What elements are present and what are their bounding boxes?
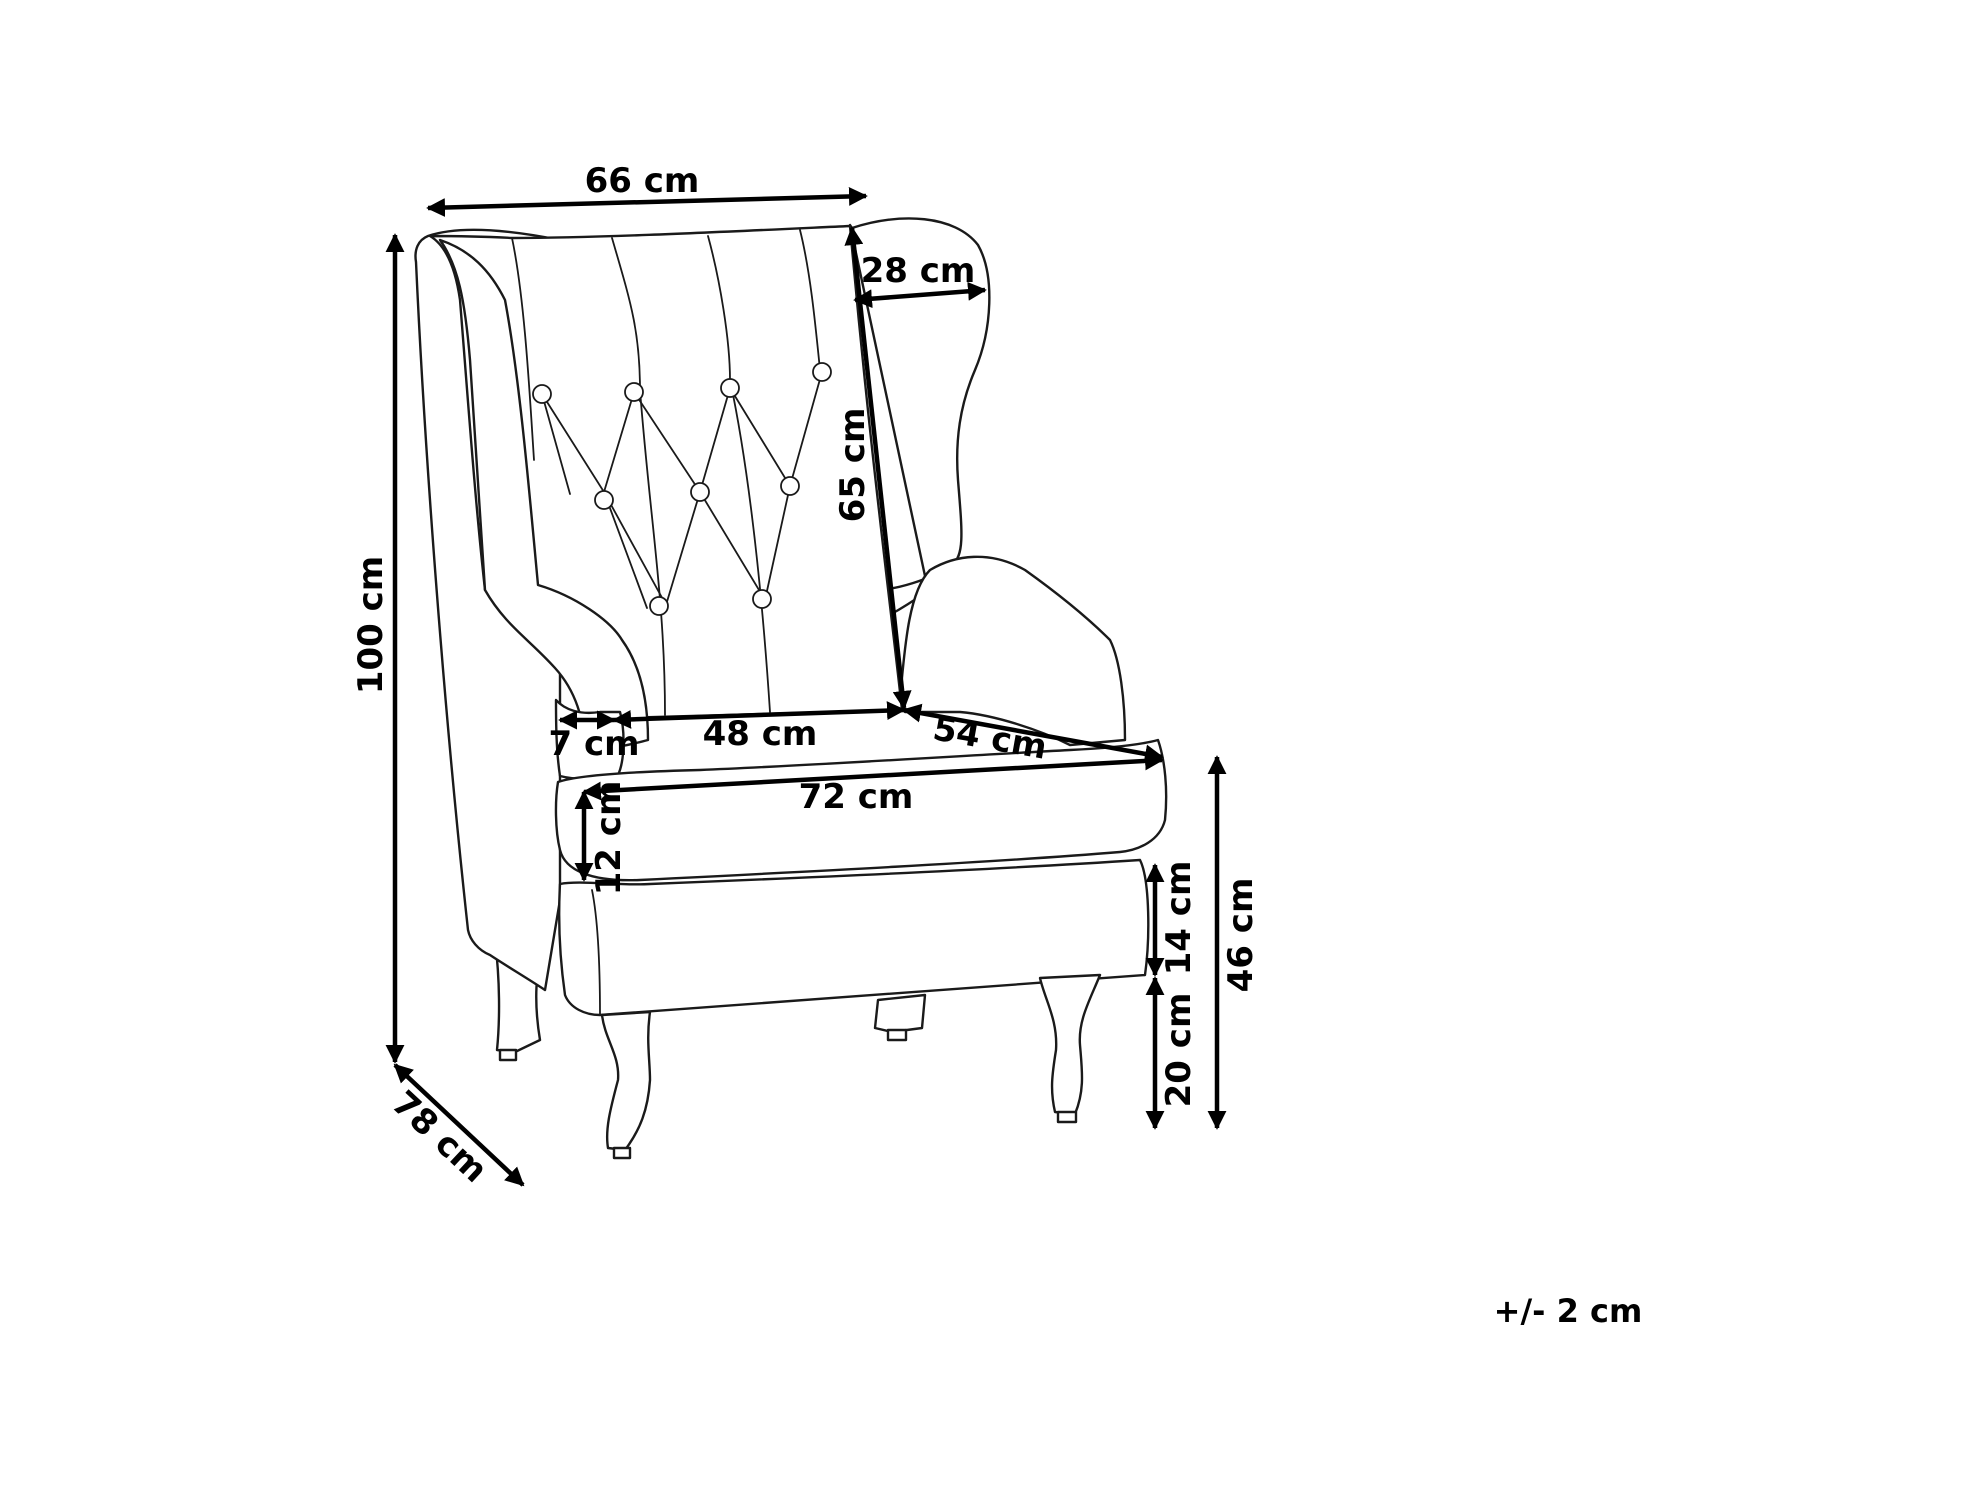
back-right-leg <box>873 993 927 1034</box>
tufting-channel-1 <box>511 237 535 461</box>
tufting-channel-2 <box>611 237 666 716</box>
leg-height-label: 20 cm <box>1159 993 1199 1108</box>
wing-depth-label: 28 cm <box>861 251 976 291</box>
width-arrow <box>426 187 868 217</box>
base-top-edge <box>591 889 601 1016</box>
total-depth-arrow <box>393 1063 525 1187</box>
back-right-leg-foot <box>886 1028 908 1042</box>
cushion-thickness-label: 12 cm <box>589 781 629 896</box>
back-height-arrow <box>844 226 912 710</box>
total-depth-label: 78 cm <box>384 1083 495 1191</box>
base-height-label: 14 cm <box>1159 861 1199 976</box>
tolerance-note: +/- 2 cm <box>1494 1292 1643 1330</box>
front-right-leg <box>1038 973 1102 1116</box>
seat-depth-arrow <box>902 703 1164 764</box>
front-right-leg-foot <box>1056 1110 1078 1124</box>
total-seat-width-arrow <box>582 751 1164 801</box>
seat-height-label: 46 cm <box>1221 878 1261 993</box>
total-seat-width-label: 72 cm <box>799 777 914 817</box>
tufting-buttons <box>532 362 832 616</box>
chair-base <box>558 858 1150 1017</box>
front-left-leg-foot <box>612 1146 632 1160</box>
seat-width-arrow <box>612 701 906 729</box>
total-height-label: 100 cm <box>351 556 391 694</box>
dimension-lines <box>385 187 1227 1187</box>
back-left-leg-foot <box>498 1048 518 1062</box>
width-label: 66 cm <box>585 161 700 201</box>
seat-width-label: 48 cm <box>703 714 818 754</box>
front-left-leg <box>600 1010 652 1152</box>
tufting-channel-4 <box>799 229 821 371</box>
back-height-label: 65 cm <box>833 408 873 523</box>
arm-width-label: 7 cm <box>548 724 639 764</box>
armchair-drawing <box>414 217 1168 1160</box>
